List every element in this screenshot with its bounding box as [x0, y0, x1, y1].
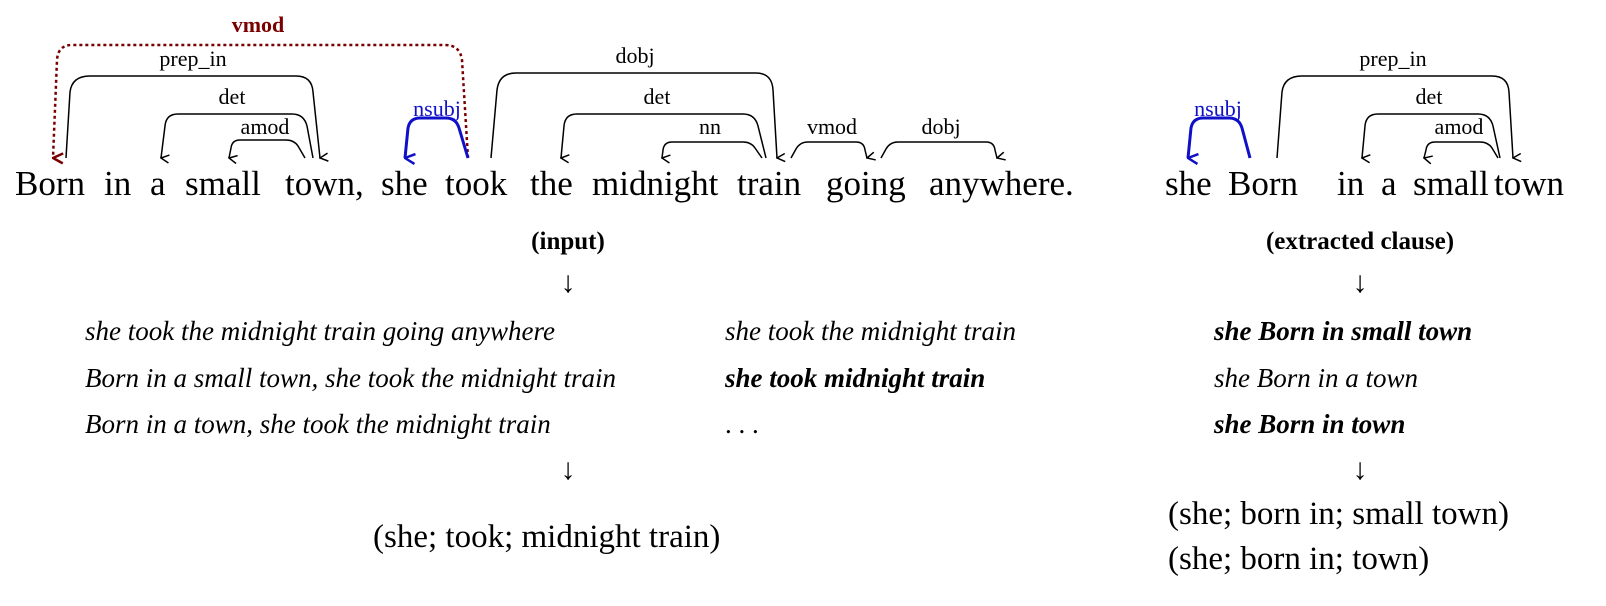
- arc-vmod-2: [790, 141, 867, 158]
- sentence-word: town,: [285, 164, 364, 203]
- arc-dobj-2: [880, 141, 997, 158]
- clause-word: a: [1381, 164, 1397, 203]
- arc-label-nsubj-left: nsubj: [413, 96, 461, 121]
- arc-label-amod: amod: [240, 114, 290, 139]
- candidate-sentence: she took the midnight train: [725, 316, 1016, 346]
- clause-word: small: [1413, 164, 1489, 203]
- extracted-triple: (she; born in; small town): [1168, 496, 1509, 532]
- sentence-word: the: [530, 164, 573, 203]
- extracted-clause-caption: (extracted clause): [1265, 228, 1455, 255]
- down-arrow-icon: ↓: [1352, 453, 1368, 486]
- arc-label-det-2: det: [643, 84, 671, 109]
- sentence-word: in: [104, 164, 132, 203]
- down-arrow-icon: ↓: [560, 453, 576, 486]
- clause-word: in: [1337, 164, 1365, 203]
- arc-amod-right: [1424, 141, 1499, 158]
- arc-dobj-1: [490, 72, 777, 158]
- arc-label-nsubj-right: nsubj: [1194, 96, 1242, 121]
- arc-label-dobj-1: dobj: [615, 43, 655, 68]
- arc-nsubj-left: [405, 116, 470, 158]
- arc-amod: [229, 139, 306, 158]
- sentence-word: Born: [15, 164, 85, 203]
- arc-label-vmod-2: vmod: [806, 114, 858, 139]
- arc-label-det-1: det: [218, 84, 246, 109]
- arc-nsubj-right: [1188, 116, 1252, 158]
- arc-label-dobj-2: dobj: [921, 114, 961, 139]
- down-arrow-icon: ↓: [560, 266, 576, 299]
- arc-det-right: [1362, 113, 1501, 158]
- clause-word: Born: [1228, 164, 1298, 203]
- sentence-word: took: [445, 164, 508, 203]
- sentence-word: anywhere.: [929, 164, 1074, 203]
- arc-label-prep-in-right: prep_in: [1359, 46, 1427, 71]
- arc-label-det-right: det: [1415, 84, 1443, 109]
- candidate-sentence-selected: she took midnight train: [725, 363, 986, 393]
- candidate-sentence-selected: she Born in town: [1214, 409, 1406, 439]
- candidate-sentence-selected: she Born in small town: [1214, 316, 1473, 346]
- sentence-word: small: [185, 164, 261, 203]
- clause-word: she: [1165, 164, 1212, 203]
- arc-nn: [662, 141, 763, 158]
- sentence-word: she: [381, 164, 428, 203]
- ellipsis: . . .: [725, 409, 759, 439]
- arc-label-vmod-top: vmod: [231, 12, 285, 37]
- arc-label-prep-in: prep_in: [159, 46, 227, 71]
- arc-vmod-top: [51, 43, 470, 158]
- sentence-word: a: [150, 164, 166, 203]
- sentence-word: midnight: [592, 164, 719, 203]
- arc-prep-in: [65, 75, 320, 158]
- clause-word: town: [1494, 164, 1564, 203]
- extracted-triple: (she; born in; town): [1168, 541, 1430, 577]
- candidate-sentence: Born in a town, she took the midnight tr…: [85, 409, 551, 439]
- input-caption: (input): [531, 228, 605, 255]
- arc-label-amod-right: amod: [1434, 114, 1484, 139]
- arc-det-1: [161, 113, 314, 158]
- candidate-sentence: she took the midnight train going anywhe…: [85, 316, 555, 346]
- sentence-word: going: [826, 164, 906, 203]
- arc-det-2: [561, 113, 767, 158]
- candidate-sentence: she Born in a town: [1214, 363, 1419, 393]
- candidate-sentence: Born in a small town, she took the midni…: [85, 363, 616, 393]
- arc-prep-in-right: [1276, 75, 1513, 158]
- sentence-word: train: [737, 164, 802, 203]
- extracted-triple: (she; took; midnight train): [373, 519, 721, 555]
- arc-label-nn: nn: [699, 114, 721, 139]
- down-arrow-icon: ↓: [1352, 266, 1368, 299]
